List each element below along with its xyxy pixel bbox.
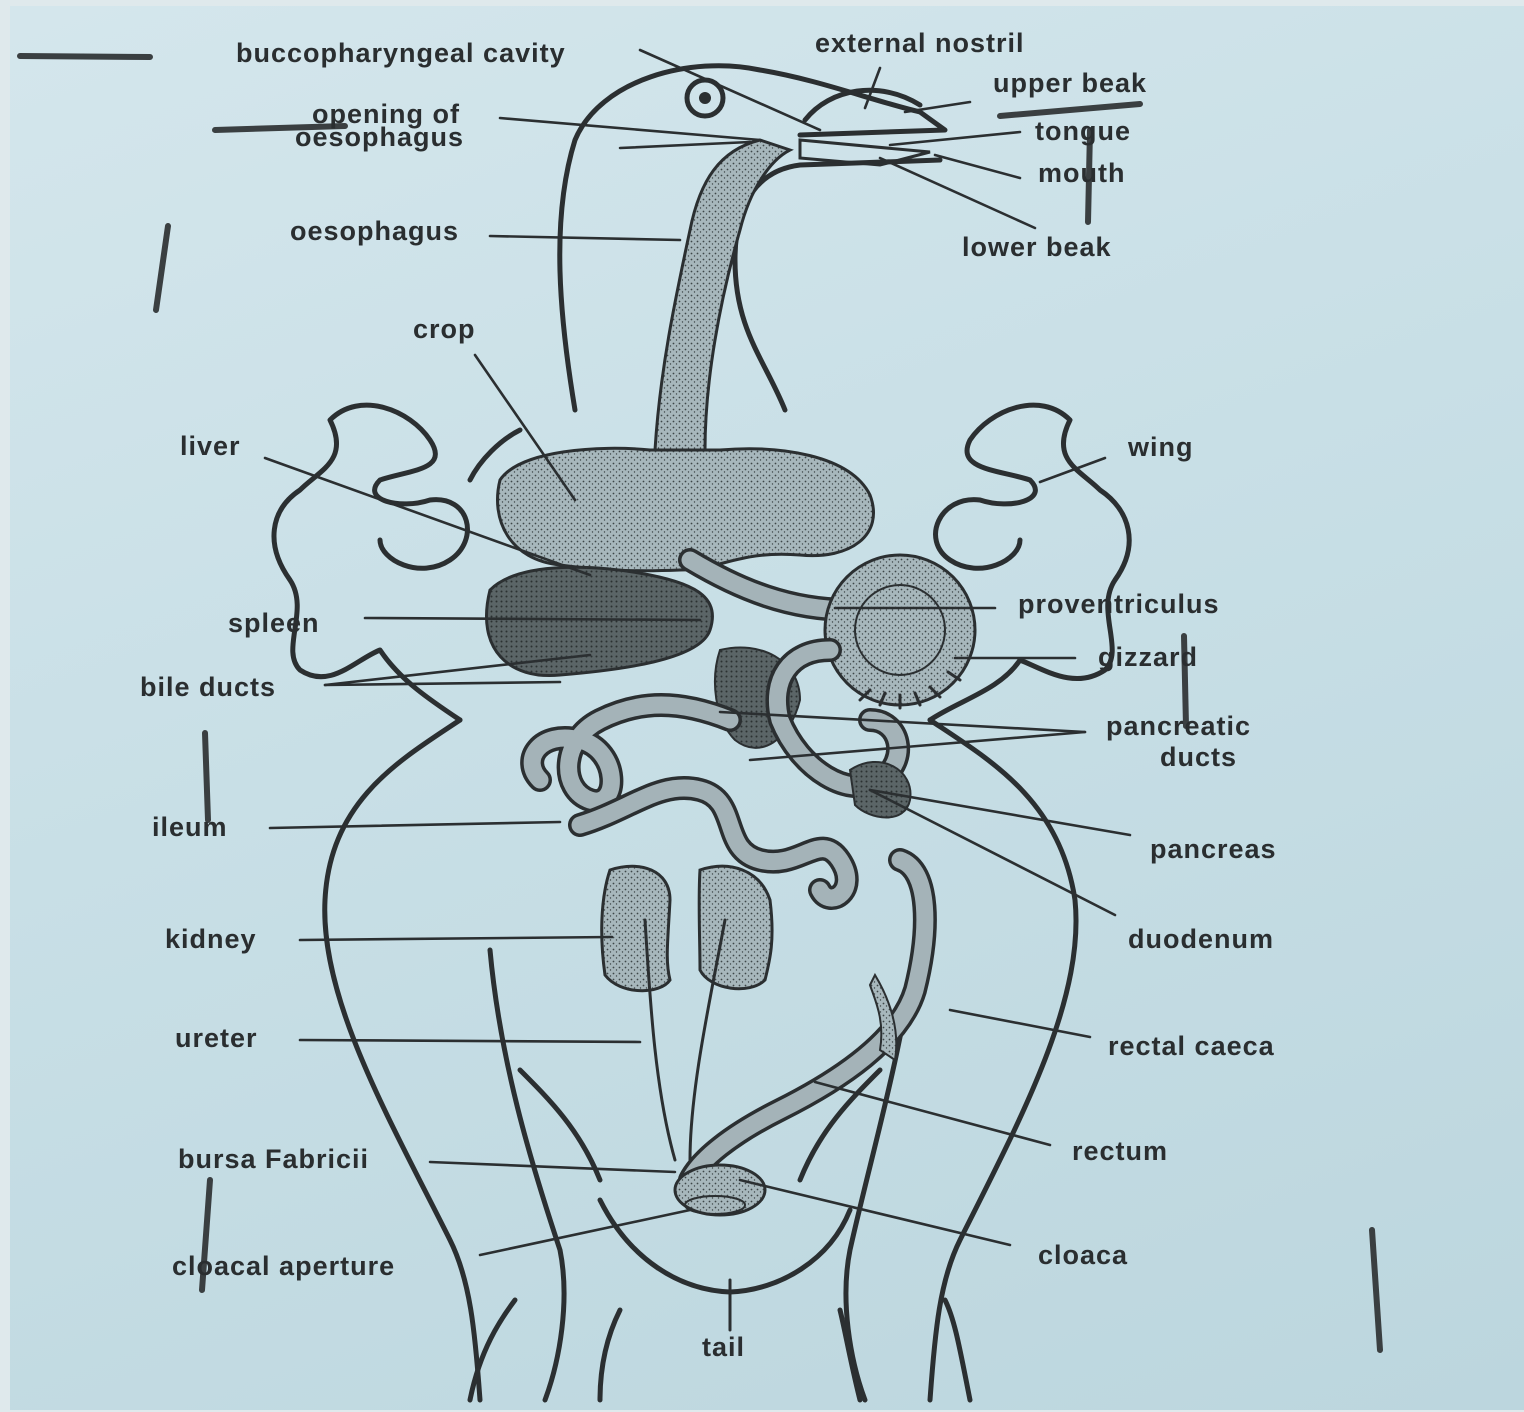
- label-pancreatic: pancreatic: [1106, 711, 1251, 741]
- label-bursa-fabricii: bursa Fabricii: [178, 1144, 369, 1174]
- label-spleen: spleen: [228, 608, 320, 638]
- label-buccopharyngeal-cavity: buccopharyngeal cavity: [236, 38, 566, 68]
- label-liver: liver: [180, 431, 241, 461]
- label-ureter: ureter: [175, 1023, 258, 1053]
- label-tongue: tongue: [1035, 116, 1131, 146]
- label-tail: tail: [702, 1332, 745, 1362]
- label-gizzard: gizzard: [1098, 642, 1198, 672]
- label-upper-beak: upper beak: [993, 68, 1147, 98]
- label-opening-oesophagus: oesophagus: [295, 122, 464, 152]
- label-rectal-caeca: rectal caeca: [1108, 1031, 1275, 1061]
- label-crop: crop: [413, 314, 476, 344]
- label-ileum: ileum: [152, 812, 228, 842]
- label-external-nostril: external nostril: [815, 28, 1025, 58]
- label-rectum: rectum: [1072, 1136, 1168, 1166]
- label-lower-beak: lower beak: [962, 232, 1112, 262]
- label-cloacal-aperture: cloacal aperture: [172, 1251, 395, 1281]
- label-proventriculus: proventriculus: [1018, 589, 1220, 619]
- label-wing: wing: [1127, 432, 1194, 462]
- label-kidney: kidney: [165, 924, 257, 954]
- label-duodenum: duodenum: [1128, 924, 1274, 954]
- label-bile-ducts: bile ducts: [140, 672, 276, 702]
- label-pancreas: pancreas: [1150, 834, 1277, 864]
- label-cloaca: cloaca: [1038, 1240, 1128, 1270]
- label-ducts: ducts: [1160, 742, 1237, 772]
- label-mouth: mouth: [1038, 158, 1125, 188]
- label-oesophagus: oesophagus: [290, 216, 459, 246]
